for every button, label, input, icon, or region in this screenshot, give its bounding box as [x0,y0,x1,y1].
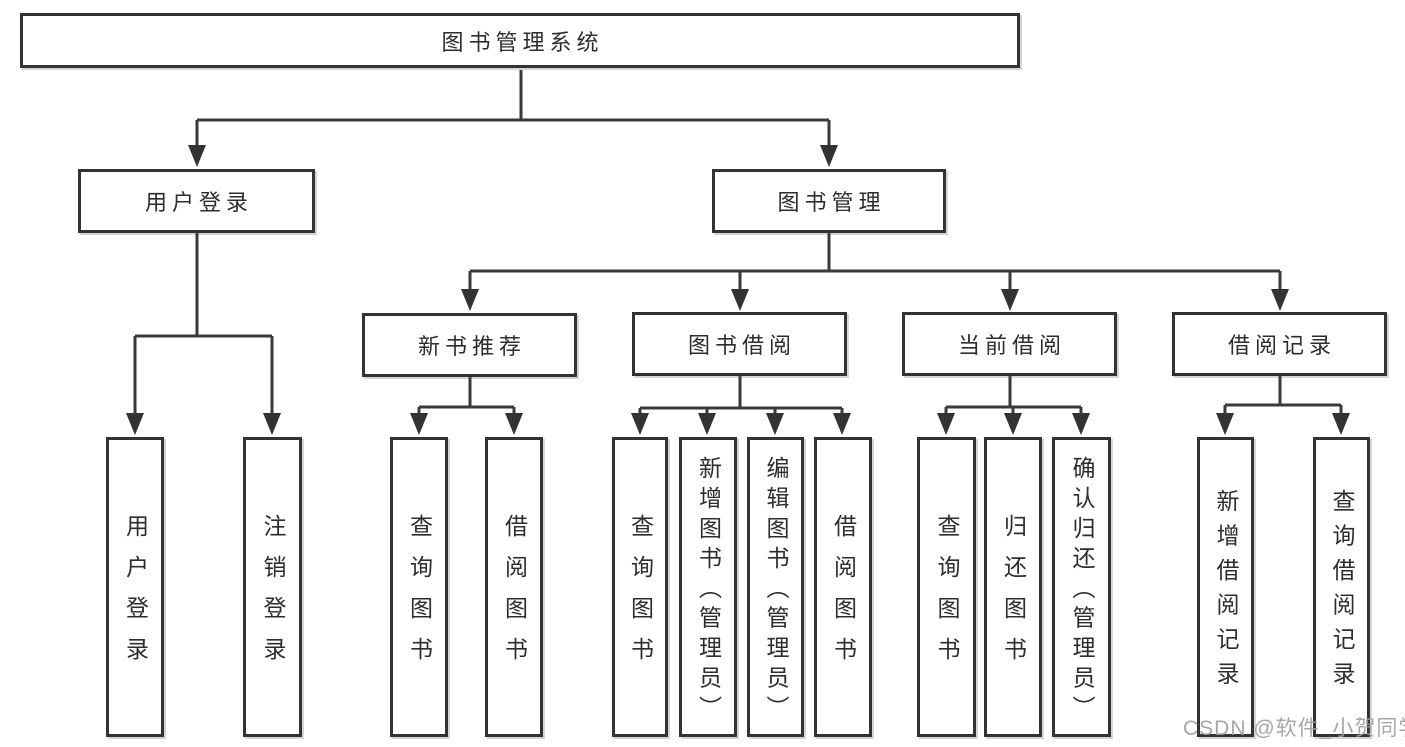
leaf-br-query-record-label: 查询借阅记录 [1329,489,1355,697]
leaf-bb-query-book-label: 查询图书 [627,514,654,678]
csdn-watermark: CSDN @软件_小贺同学 [1183,717,1405,740]
node-new-book-rec: 新书推荐 [362,313,577,377]
leaf-bb-edit-book-admin-label: 编辑图书（管理员） [763,455,789,725]
leaf-nbr-borrow-book-label: 借阅图书 [501,514,528,678]
leaf-br-query-record: 查询借阅记录 [1313,437,1370,737]
arrowheads [126,145,1350,435]
leaf-logout: 注销登录 [243,437,302,737]
leaf-nbr-query-book: 查询图书 [390,437,448,737]
leaf-bb-edit-book-admin: 编辑图书（管理员） [747,437,804,737]
node-user-login: 用户登录 [78,169,315,233]
leaf-cb-return-book-label: 归还图书 [1000,514,1027,678]
leaf-bb-query-book: 查询图书 [612,437,668,737]
leaf-br-add-record-label: 新增借阅记录 [1213,489,1239,697]
leaf-cb-confirm-return-admin-label: 确认归还（管理员） [1069,455,1095,725]
leaf-bb-add-book-admin: 新增图书（管理员） [679,437,737,737]
node-book-borrow: 图书借阅 [632,312,847,376]
leaf-cb-query-book-label: 查询图书 [934,514,960,678]
node-book-borrow-label: 图书借阅 [687,333,796,358]
leaf-br-add-record: 新增借阅记录 [1197,437,1254,737]
node-book-mgmt-label: 图书管理 [777,190,886,215]
node-root: 图书管理系统 [20,13,1020,68]
node-book-mgmt: 图书管理 [712,169,946,233]
node-current-borrow-label: 当前借阅 [957,333,1066,358]
leaf-nbr-borrow-book: 借阅图书 [485,437,543,737]
leaf-logout-label: 注销登录 [260,514,286,678]
node-borrow-record-label: 借阅记录 [1227,333,1336,358]
leaf-bb-borrow-book-label: 借阅图书 [830,514,857,678]
node-root-label: 图书管理系统 [441,29,604,55]
node-user-login-label: 用户登录 [144,190,253,215]
leaf-cb-confirm-return-admin: 确认归还（管理员） [1052,437,1111,737]
node-new-book-rec-label: 新书推荐 [417,334,526,359]
leaf-user-login: 用户登录 [106,437,164,737]
leaf-nbr-query-book-label: 查询图书 [406,514,433,678]
leaf-cb-return-book: 归还图书 [984,437,1042,737]
leaf-bb-add-book-admin-label: 新增图书（管理员） [695,455,722,725]
leaf-user-login-label: 用户登录 [122,514,149,678]
node-borrow-record: 借阅记录 [1172,312,1387,376]
leaf-cb-query-book: 查询图书 [917,437,976,737]
node-current-borrow: 当前借阅 [902,312,1117,376]
leaf-bb-borrow-book: 借阅图书 [814,437,872,737]
